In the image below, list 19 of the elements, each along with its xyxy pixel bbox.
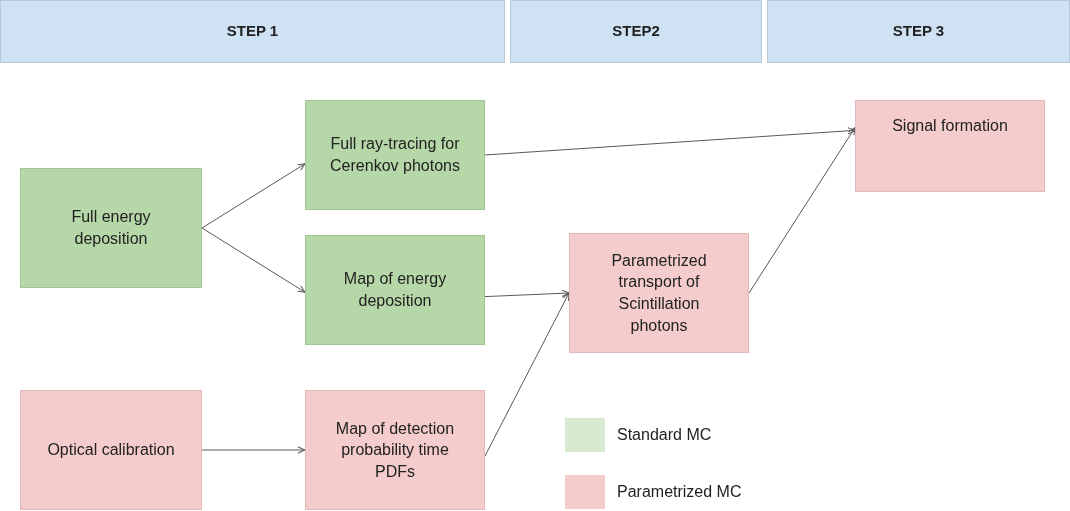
arrow [201, 227, 306, 293]
arrow [484, 127, 856, 156]
step-header-bar: STEP 3 [767, 0, 1070, 63]
arrow [484, 289, 570, 298]
step-header-bar: STEP2 [510, 0, 762, 63]
process-box: Parametrized transport of Scintillation photons [569, 233, 749, 353]
arrow [201, 446, 306, 454]
process-box: Map of detection probability time PDFs [305, 390, 485, 510]
arrow [748, 127, 856, 294]
legend-label: Standard MC [617, 426, 712, 444]
process-box: Map of energy deposition [305, 235, 485, 345]
process-box: Signal formation [855, 100, 1045, 192]
process-box: Optical calibration [20, 390, 202, 510]
arrow [201, 163, 306, 229]
step-header-bar: STEP 1 [0, 0, 505, 63]
process-box: Full energy deposition [20, 168, 202, 288]
legend-label: Parametrized MC [617, 483, 742, 501]
process-box: Full ray-tracing for Cerenkov photons [305, 100, 485, 210]
arrow [484, 292, 570, 457]
